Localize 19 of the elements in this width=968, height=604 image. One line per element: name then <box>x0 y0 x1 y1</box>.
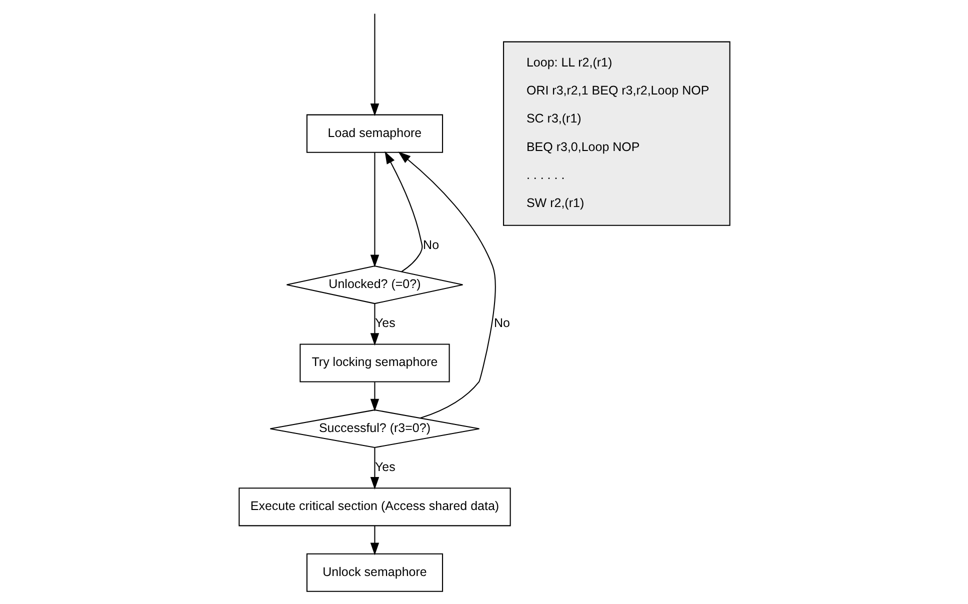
node-box: Load semaphore <box>306 114 443 153</box>
node-box: Execute critical section (Access shared data) <box>238 488 510 526</box>
arrow <box>370 152 379 268</box>
node-box: Unlock semaphore <box>306 553 443 592</box>
arrow <box>370 526 379 556</box>
edge-label: Yes <box>374 460 395 474</box>
node-diamond: Successful? (r3=0?) <box>269 409 480 448</box>
edge-label: No <box>493 316 510 330</box>
arrow <box>370 448 379 490</box>
arrow <box>370 14 379 116</box>
arrow <box>398 152 496 419</box>
arrow <box>370 304 379 346</box>
edge-label: No <box>422 238 439 252</box>
node-box: Try locking semaphore <box>299 344 450 382</box>
arrow <box>370 382 379 412</box>
arrow <box>384 151 422 272</box>
node-box: Loop: LL r2,(r1) ORI r3,r2,1 BEQ r3,r2,Loop NOP SC r3,(r1) BEQ r3,0,Loop NOP . . . . . . SW r2,(r1) <box>502 41 730 226</box>
edge-label: Yes <box>374 316 395 330</box>
node-diamond: Unlocked? (=0?) <box>286 265 463 304</box>
